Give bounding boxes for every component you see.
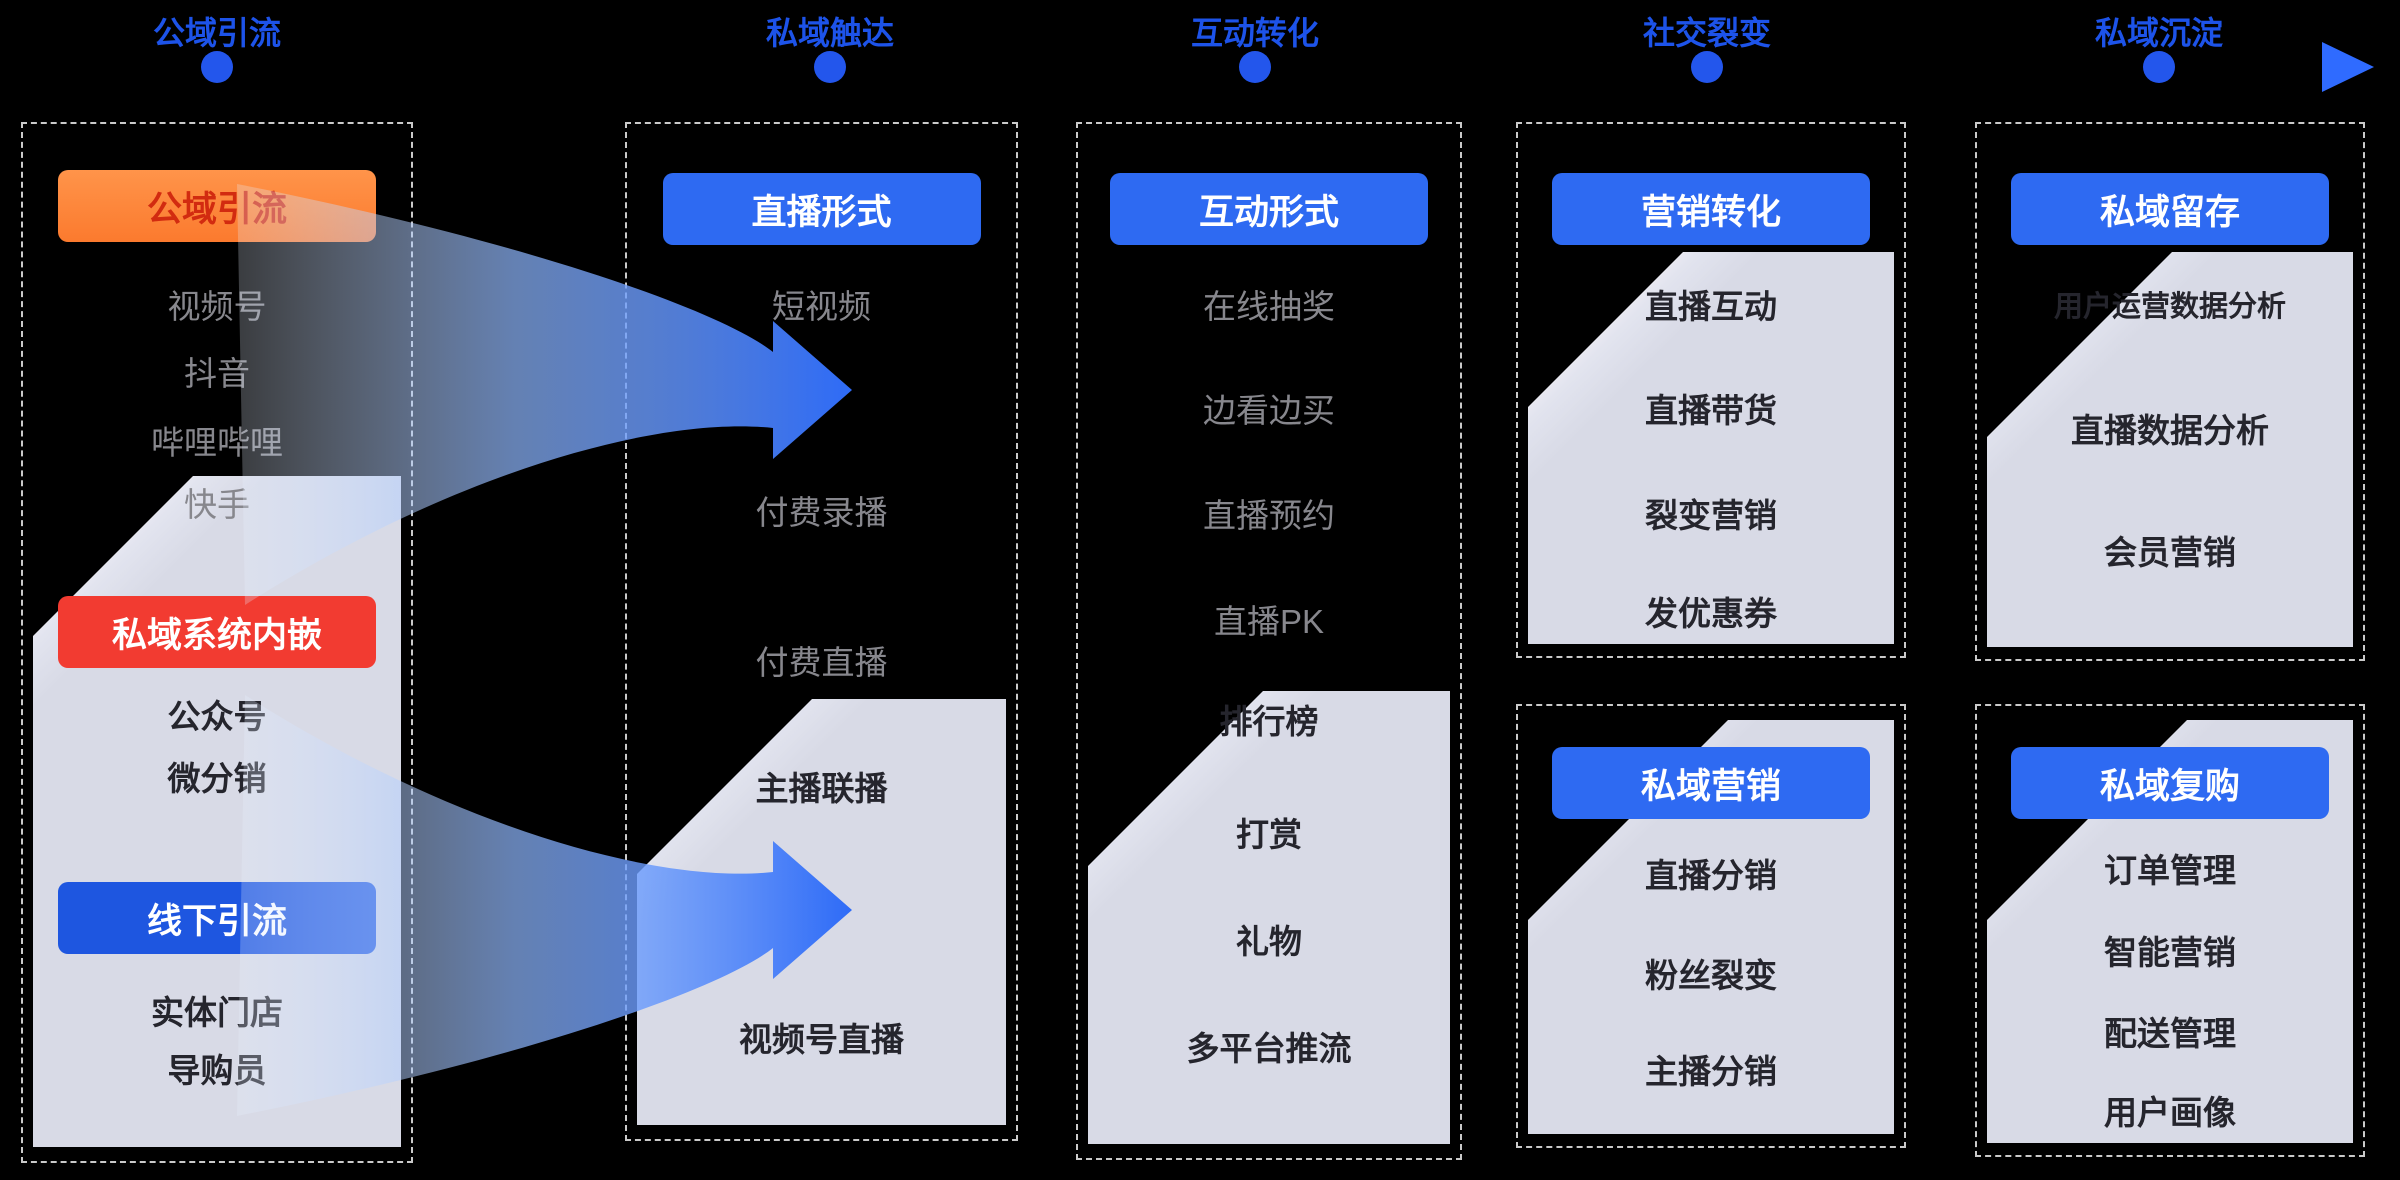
- list-item: 发优惠券: [1645, 595, 1777, 632]
- list-item: 短视频: [772, 288, 871, 325]
- list-item: 直播数据分析: [2071, 412, 2269, 449]
- column-private-reach: 直播形式 短视频 付费录播 付费直播 主播联播 视频号直播: [625, 122, 1018, 1141]
- chip-live-format: 直播形式: [662, 173, 981, 245]
- column-public-domain-traffic: 公域引流 视频号 抖音 哔哩哔哩 快手 私域系统内嵌 公众号 微分销 线下引流 …: [21, 122, 413, 1163]
- list-item: 用户运营数据分析: [2053, 291, 2286, 323]
- column-interaction-conversion: 互动形式 在线抽奖 边看边买 直播预约 直播PK 排行榜 打赏 礼物 多平台推流: [1076, 122, 1462, 1160]
- timeline-arrowhead-icon: [2322, 42, 2374, 92]
- chip-private-system-embed: 私域系统内嵌: [58, 596, 376, 668]
- stage-label-social-fission: 社交裂变: [1642, 15, 1772, 51]
- column-private-retention-lower: 私域复购 订单管理 智能营销 配送管理 用户画像: [1975, 704, 2365, 1157]
- list-item: 直播PK: [1213, 603, 1325, 640]
- column-social-fission-lower: 私域营销 直播分销 粉丝裂变 主播分销: [1516, 704, 1906, 1148]
- list-item: 边看边买: [1203, 392, 1335, 429]
- timeline-dot: [2143, 51, 2175, 83]
- list-item: 会员营销: [2104, 534, 2236, 571]
- list-item: 主播分销: [1645, 1053, 1777, 1090]
- list-item: 抖音: [184, 355, 250, 392]
- list-item: 导购员: [167, 1052, 267, 1089]
- list-item: 主播联播: [755, 770, 888, 807]
- timeline-dot: [1239, 51, 1271, 83]
- list-item: 排行榜: [1219, 703, 1319, 740]
- list-item: 快手: [184, 486, 250, 523]
- chip-private-repurchase: 私域复购: [2011, 747, 2329, 819]
- list-item: 打赏: [1236, 816, 1302, 853]
- stage-label-private-retention: 私域沉淀: [2094, 15, 2224, 51]
- stage-label-interaction-conversion: 互动转化: [1190, 15, 1320, 51]
- list-item: 粉丝裂变: [1645, 957, 1777, 994]
- list-item: 付费直播: [755, 644, 888, 681]
- list-item: 哔哩哔哩: [151, 424, 283, 461]
- list-item: 在线抽奖: [1203, 288, 1335, 325]
- timeline-dot: [201, 51, 233, 83]
- list-item: 用户画像: [2104, 1094, 2236, 1131]
- list-item: 多平台推流: [1186, 1030, 1352, 1067]
- list-item: 订单管理: [2104, 852, 2236, 889]
- chip-public-domain-traffic: 公域引流: [58, 170, 376, 242]
- list-item: 直播带货: [1645, 392, 1777, 429]
- chip-offline-traffic: 线下引流: [58, 882, 376, 954]
- list-item: 视频号: [167, 288, 267, 325]
- column-social-fission-upper: 营销转化 直播互动 直播带货 裂变营销 发优惠券: [1516, 122, 1906, 658]
- timeline-dot: [814, 51, 846, 83]
- list-item: 裂变营销: [1645, 497, 1777, 534]
- chip-interaction-format: 互动形式: [1110, 173, 1428, 245]
- stage-label-private-reach: 私域触达: [765, 15, 895, 51]
- list-item: 视频号直播: [739, 1021, 904, 1058]
- stage-label-public-traffic: 公域引流: [152, 15, 282, 51]
- timeline-dot: [1691, 51, 1723, 83]
- chip-marketing-conversion: 营销转化: [1552, 173, 1870, 245]
- column-private-retention-upper: 私域留存 用户运营数据分析 直播数据分析 会员营销: [1975, 122, 2365, 661]
- list-item: 智能营销: [2104, 934, 2236, 971]
- list-item: 直播预约: [1203, 497, 1335, 534]
- list-item: 配送管理: [2104, 1015, 2236, 1052]
- list-item: 实体门店: [151, 994, 283, 1031]
- list-item: 直播互动: [1645, 288, 1777, 325]
- chip-private-retention: 私域留存: [2011, 173, 2329, 245]
- list-item: 直播分销: [1645, 857, 1777, 894]
- chip-private-marketing: 私域营销: [1552, 747, 1870, 819]
- list-item: 付费录播: [755, 494, 888, 531]
- list-item: 公众号: [167, 698, 267, 735]
- list-item: 微分销: [167, 760, 267, 797]
- list-item: 礼物: [1236, 923, 1302, 960]
